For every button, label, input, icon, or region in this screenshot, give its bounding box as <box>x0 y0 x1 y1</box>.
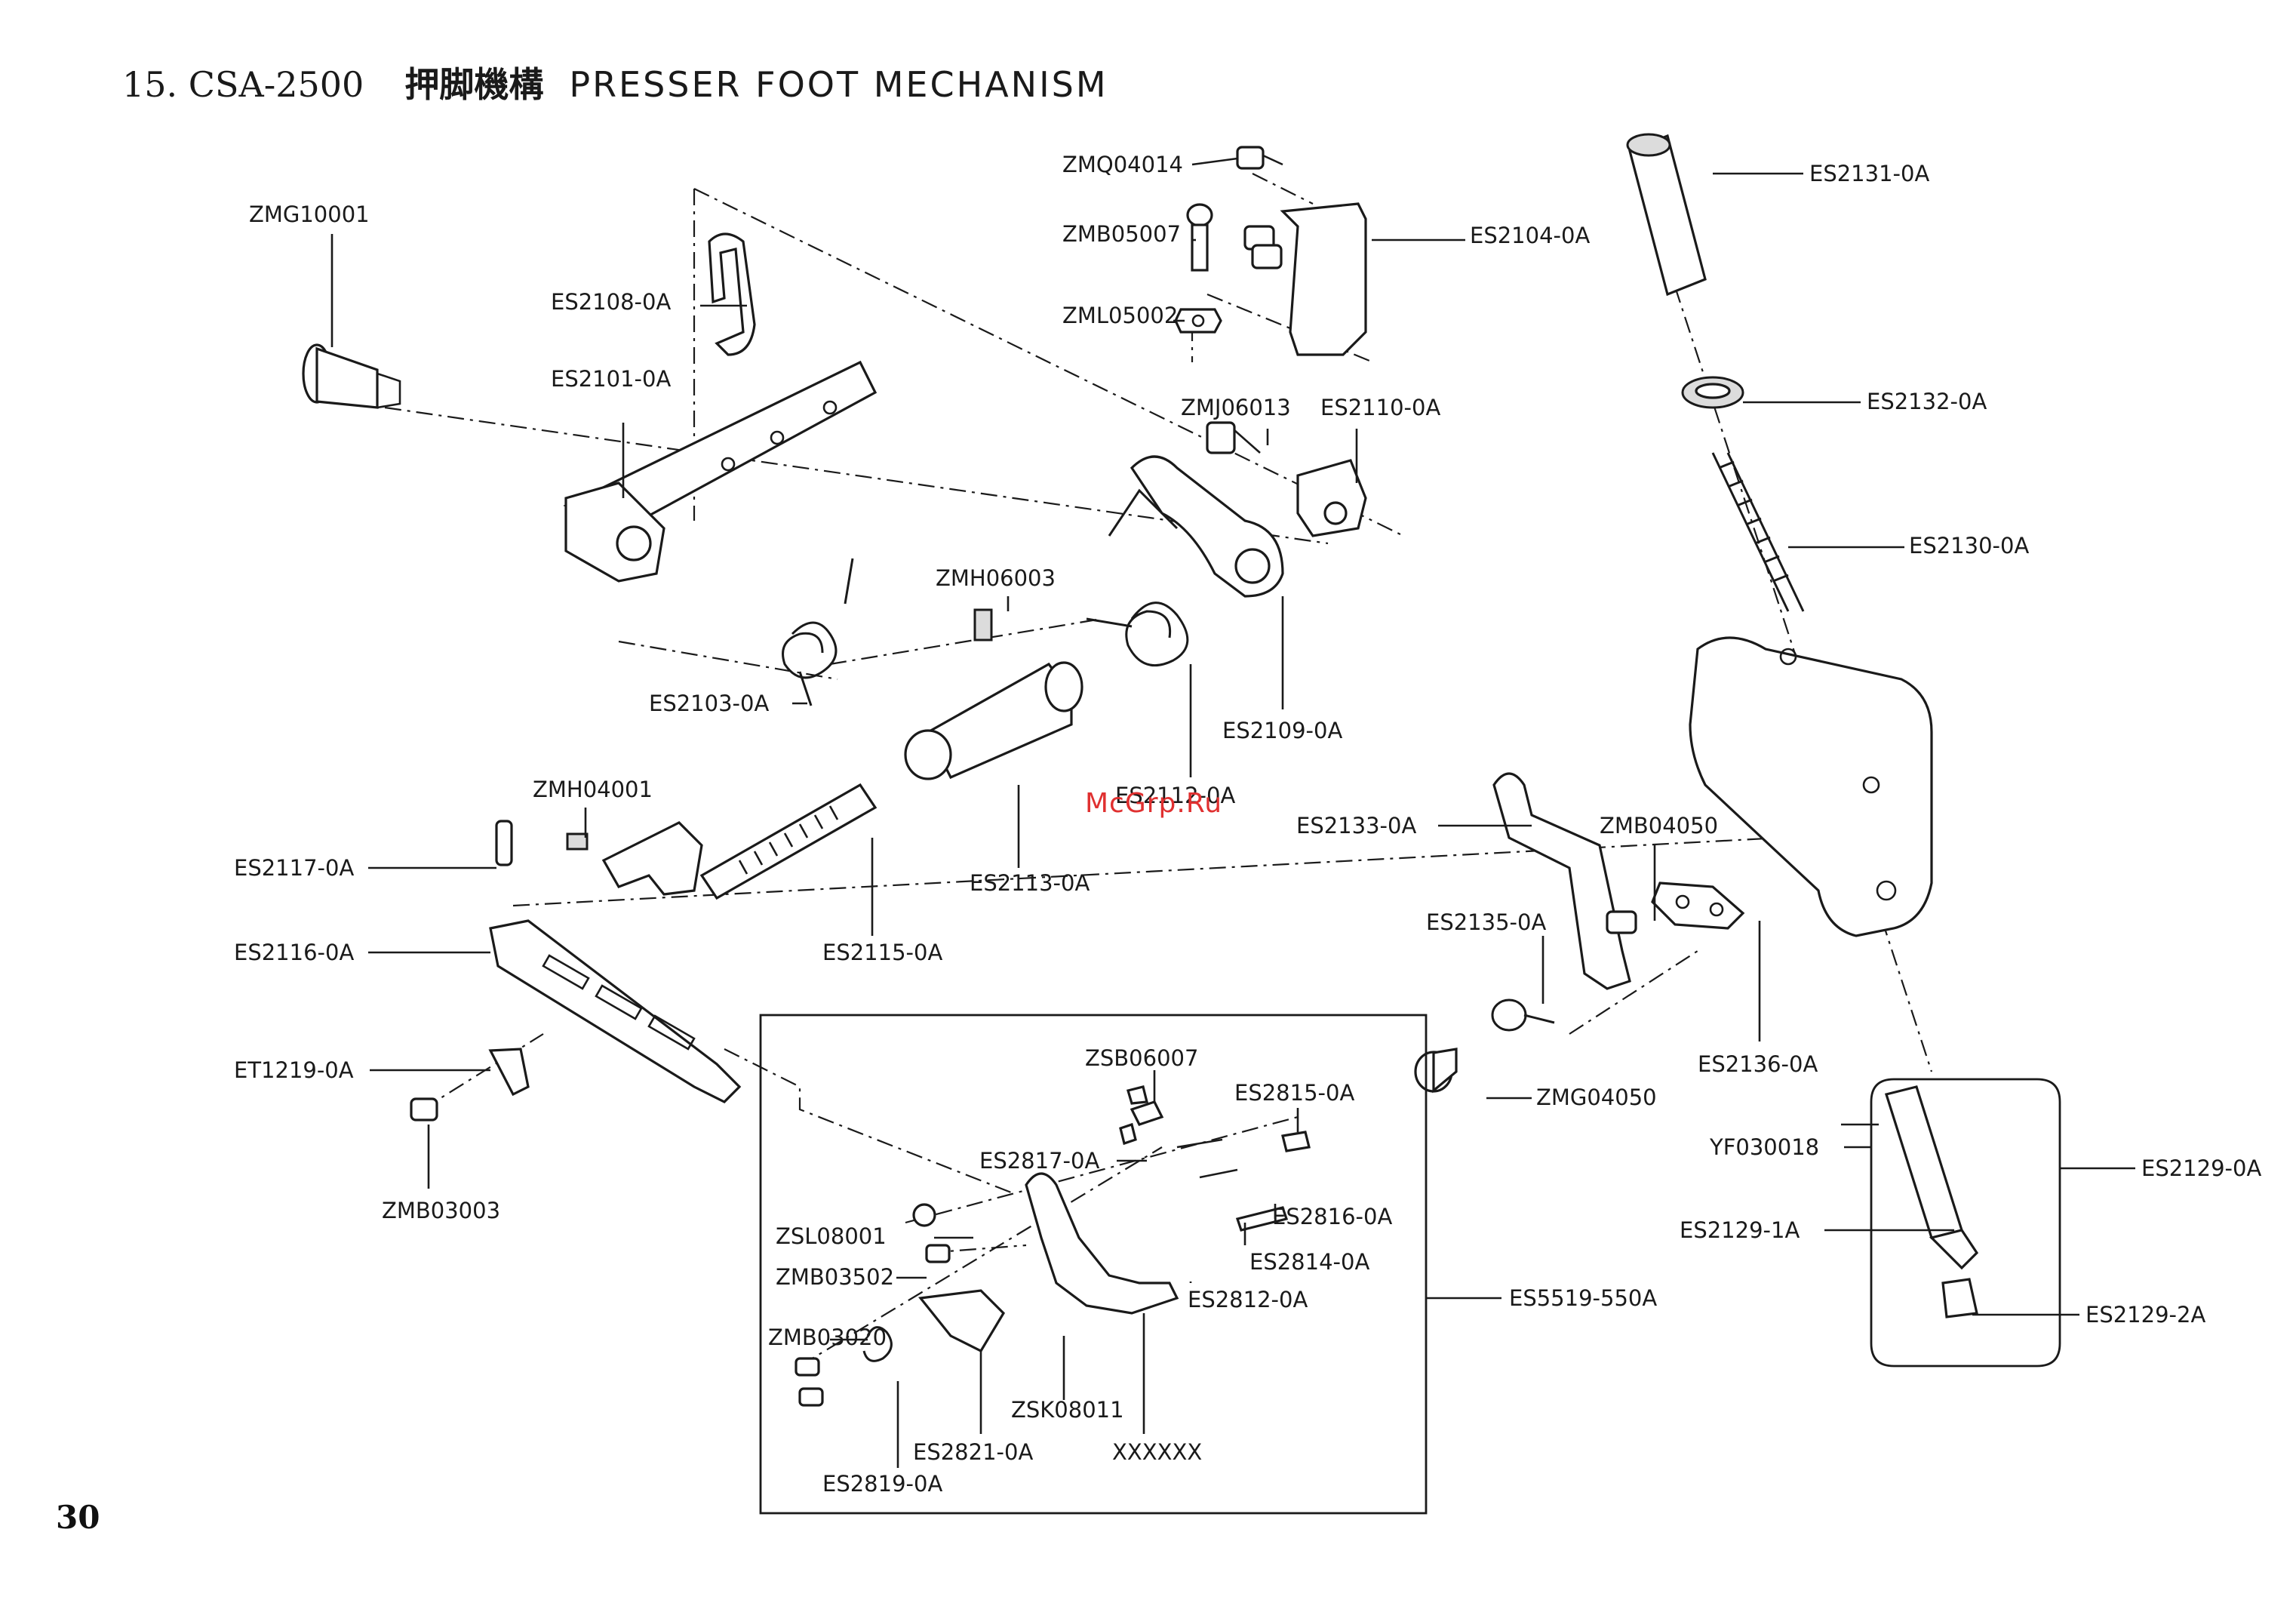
label-et1219: ET1219-0A <box>234 1057 354 1083</box>
label-es2112: ES2112-0A <box>1115 783 1235 808</box>
part-es2113-sleeve <box>904 661 1083 780</box>
label-zmg04050: ZMG04050 <box>1536 1085 1657 1110</box>
watermark: McGrp.Ru <box>1085 788 1223 819</box>
part-es2129-presser-bar <box>1841 1085 1979 1318</box>
part-es2130-spring <box>1711 452 1805 612</box>
label-es2133: ES2133-0A <box>1296 813 1416 838</box>
part-es2103-spring <box>782 558 854 706</box>
part-labels: ZMQ04014 ES2131-0A ZMG10001 ZMB05007 ES2… <box>234 152 2261 1497</box>
label-zmb03003: ZMB03003 <box>382 1198 500 1223</box>
label-es2129: ES2129-0A <box>2141 1155 2261 1181</box>
part-zmg10001-shoulder-screw <box>302 343 401 409</box>
label-zml05002: ZML05002 <box>1062 303 1178 328</box>
part-zmb04050-screw <box>1606 910 1637 934</box>
part-presser-foot-assembly <box>795 1085 1311 1407</box>
title-english: PRESSER FOOT MECHANISM <box>569 64 1108 105</box>
part-es2104-plate <box>1243 202 1367 356</box>
part-zmq04014-screw <box>1236 146 1283 170</box>
label-zsk08011: ZSK08011 <box>1011 1397 1124 1423</box>
part-es2132-nut <box>1681 376 1744 409</box>
label-es2136: ES2136-0A <box>1698 1051 1818 1077</box>
label-es2817: ES2817-0A <box>979 1148 1099 1174</box>
part-es2135-spring <box>1491 998 1555 1032</box>
label-es2117: ES2117-0A <box>234 855 354 881</box>
part-es2109-bracket <box>1130 455 1284 598</box>
label-yf030018: YF030018 <box>1709 1134 1819 1160</box>
page-heading: 15. CSA-2500 押脚機構 PRESSER FOOT MECHANISM <box>122 57 1108 107</box>
presser-bar-inset-box <box>1870 1078 2061 1368</box>
label-es2130: ES2130-0A <box>1909 533 2029 558</box>
section-number: 15. CSA-2500 <box>122 64 364 105</box>
label-es2131: ES2131-0A <box>1809 161 1929 186</box>
label-zmh04001: ZMH04001 <box>533 777 653 802</box>
label-zmb04050: ZMB04050 <box>1600 813 1718 838</box>
presser-foot-inset-box <box>759 1014 1428 1515</box>
label-es2129-1: ES2129-1A <box>1680 1217 1800 1243</box>
part-es2108-link <box>708 232 756 356</box>
label-es2115: ES2115-0A <box>822 940 942 965</box>
label-zmg10001: ZMG10001 <box>249 202 370 227</box>
label-es2104: ES2104-0A <box>1470 223 1590 248</box>
part-zmb03003-screw <box>410 1097 438 1121</box>
title-japanese: 押脚機構 <box>404 64 544 105</box>
label-es2110: ES2110-0A <box>1320 395 1440 420</box>
label-es2819: ES2819-0A <box>822 1471 942 1497</box>
part-es2115-shaft <box>601 783 878 900</box>
label-es2135: ES2135-0A <box>1426 909 1546 935</box>
label-es2108: ES2108-0A <box>551 289 671 315</box>
label-es2815: ES2815-0A <box>1234 1080 1354 1106</box>
label-zmb03502: ZMB03502 <box>776 1264 894 1290</box>
part-et1219-clip <box>488 1048 530 1097</box>
label-es2132: ES2132-0A <box>1867 389 1987 414</box>
part-es2116-bar <box>489 919 742 1103</box>
part-zmg04050-shoulder-screw <box>1414 1048 1458 1094</box>
label-es2113: ES2113-0A <box>970 870 1090 896</box>
label-es2814: ES2814-0A <box>1249 1249 1369 1275</box>
label-xxxxxx: XXXXXX <box>1112 1439 1202 1465</box>
label-es2109: ES2109-0A <box>1222 718 1342 743</box>
label-zmb03020: ZMB03020 <box>768 1325 887 1350</box>
label-zmh06003: ZMH06003 <box>936 565 1056 591</box>
label-zmb05007: ZMB05007 <box>1062 221 1181 247</box>
part-es2136-plate <box>1651 881 1745 930</box>
label-es2816: ES2816-0A <box>1272 1204 1392 1229</box>
part-zmh04001-set-screw <box>566 832 589 851</box>
label-es2812: ES2812-0A <box>1188 1287 1308 1312</box>
part-es2117-pin <box>495 820 513 866</box>
label-es5519: ES5519-550A <box>1509 1285 1657 1311</box>
label-zsl08001: ZSL08001 <box>776 1223 887 1249</box>
label-es2101: ES2101-0A <box>551 366 671 392</box>
label-es2116: ES2116-0A <box>234 940 354 965</box>
label-zmq04014: ZMQ04014 <box>1062 152 1183 177</box>
part-zmb05007-screw <box>1186 203 1213 272</box>
part-es2131-adjust-screw <box>1626 133 1707 297</box>
leader-lines <box>330 157 2135 1468</box>
part-zmj06013-screw <box>1206 421 1261 454</box>
part-presser-bar-guide-casting <box>1689 636 1933 937</box>
page-number: 30 <box>56 1499 100 1536</box>
part-es2101-lever <box>563 360 878 583</box>
part-es2133-lever <box>1492 772 1631 990</box>
part-zmh06003-set-screw <box>973 608 993 642</box>
label-zsb06007: ZSB06007 <box>1085 1045 1198 1071</box>
part-es2110-collar <box>1296 459 1367 537</box>
label-es2821: ES2821-0A <box>913 1439 1033 1465</box>
label-es2103: ES2103-0A <box>649 691 769 716</box>
label-zmj06013: ZMJ06013 <box>1181 395 1291 420</box>
label-es2129-2: ES2129-2A <box>2085 1302 2205 1328</box>
